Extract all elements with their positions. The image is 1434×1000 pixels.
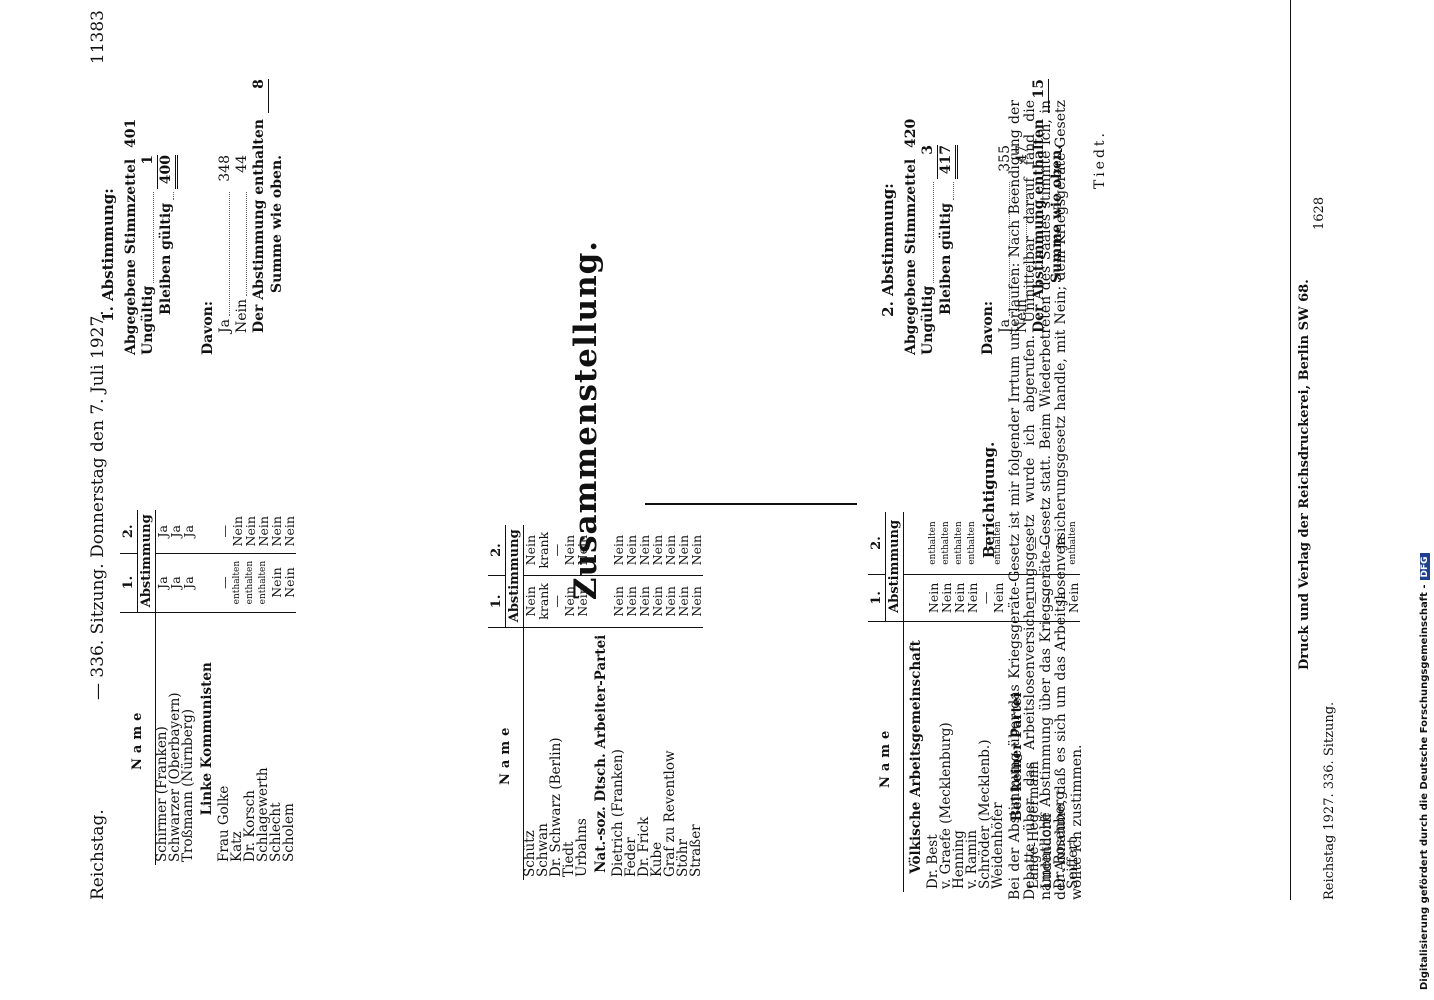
col-header-abstimmung: Abstimmung [885, 512, 904, 622]
berichtigung-section: Berichtigung. Bei der Abstimmung über da… [980, 100, 1109, 900]
member-name: Troßmann (Nürnberg) [180, 708, 196, 862]
footer-number: 1628 [1312, 196, 1327, 230]
vote-v1: — [217, 553, 232, 613]
page-header: Reichstag. — 336. Sitzung. Donnerstag de… [88, 10, 112, 900]
vote-table: Name 1. 2. Abstimmung Schirmer (Franken)… [120, 510, 297, 865]
footer-left: Reichstag 1927. 336. Sitzung. [1322, 701, 1337, 900]
berichtigung-text: Bei der Abstimmung über das Kriegsgeräte… [1006, 100, 1085, 900]
col-header-vote2: 2. [488, 525, 506, 576]
vote1-summe: Summe wie oben. [269, 155, 285, 293]
col-header-abstimmung: Abstimmung [505, 525, 524, 628]
vote1-davon: Davon: [200, 300, 216, 355]
member-name: Straßer [688, 824, 704, 877]
vote-v1: Nein [282, 553, 297, 613]
header-center: — 336. Sitzung. Donnerstag den 7. Juli 1… [88, 310, 108, 700]
empty-cell [903, 512, 927, 575]
vote-v2: Ja [155, 510, 170, 554]
col-header-abstimmung: Abstimmung [137, 510, 156, 613]
member-name: Scholem [281, 803, 297, 862]
member-name: Urbahns [574, 818, 590, 877]
header-left: Reichstag. [88, 809, 108, 900]
dfg-margin-note: Digitalisierung gefördert durch die Deut… [1419, 5, 1430, 990]
vote-v2: Nein [282, 510, 297, 554]
party-name: Völkische Arbeitsgemeinschaft [908, 640, 924, 874]
col-header-vote1: 1. [868, 574, 886, 622]
table-row: Frau Golke—— [216, 510, 232, 865]
vote-v1: Nein [523, 575, 538, 628]
empty-cell [195, 510, 218, 554]
footer-printer: Druck und Verlag der Reichsdruckerei, Be… [1297, 279, 1312, 670]
col-header-vote2: 2. [120, 510, 138, 554]
vote2-heading: 2. Abstimmung: [879, 183, 897, 317]
col-header-name: Name [868, 621, 904, 892]
vote-v2: Nein [523, 525, 538, 576]
column-divider [645, 503, 857, 505]
vote-v1: Nein [689, 575, 704, 628]
dfg-logo: DFG [1420, 553, 1430, 581]
party-heading: Linke Kommunisten [195, 510, 218, 865]
dfg-note-text: Digitalisierung gefördert durch die Deut… [1419, 584, 1430, 990]
berichtigung-signature: Tiedt. [1092, 130, 1108, 190]
table-row: Dr. Schwarz (Berlin)—— [548, 525, 564, 880]
vote-v1: enthalten [244, 553, 257, 613]
vote-v2: Nein [689, 525, 704, 576]
footer-rule [1290, 0, 1291, 900]
vote-v2: enthalten [927, 512, 940, 575]
col-header-vote2: 2. [868, 512, 886, 575]
empty-cell [195, 553, 218, 613]
vote-v1: enthalten [231, 553, 244, 613]
name-table-1: Name 1. 2. Abstimmung Schirmer (Franken)… [120, 510, 297, 865]
vote1-heading: 1. Abstimmung: [99, 188, 117, 322]
vote-v2: enthalten [940, 512, 953, 575]
party-name: Nat.-soz. Dtsch. Arbeiter-Partei [593, 634, 609, 873]
summary-title: Zusammenstellung. [568, 239, 604, 601]
col-header-vote1: 1. [488, 575, 506, 628]
col-header-vote1: 1. [120, 553, 138, 613]
empty-cell [903, 574, 927, 622]
vote-v1: Ja [181, 553, 196, 613]
member-name: Frau Golke [216, 785, 232, 862]
party-heading: Völkische Arbeitsgemeinschaft [903, 512, 927, 892]
vote-v1: Ja [155, 553, 170, 613]
party-name: Linke Kommunisten [199, 662, 215, 816]
vote-v2: Ja [181, 510, 196, 554]
col-header-name: Name [120, 612, 156, 865]
berichtigung-heading: Berichtigung. [980, 441, 998, 559]
col-header-name: Name [488, 627, 524, 880]
page-number: 11383 [88, 10, 108, 65]
vote-v2: enthalten [953, 512, 966, 575]
